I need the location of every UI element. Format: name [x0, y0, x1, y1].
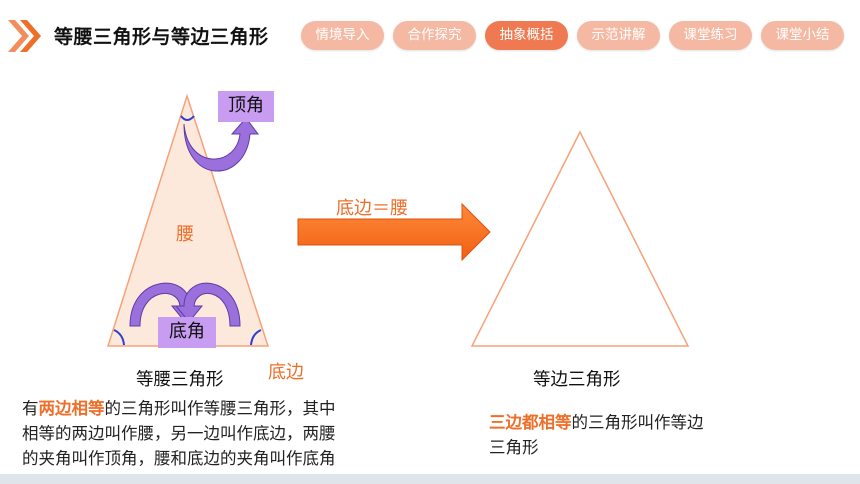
tab-demonstration[interactable]: 示范讲解 — [577, 21, 660, 50]
bottom-band — [0, 474, 860, 484]
tab-scenario-intro[interactable]: 情境导入 — [301, 21, 384, 50]
definition-rest: 的三角形叫作等腰三角形，其中 — [104, 399, 336, 418]
equilateral-definition-rest: 的三角形叫作等边 — [571, 413, 704, 432]
equilateral-definition-line2: 三角形 — [489, 438, 539, 457]
tab-cooperative-exploration[interactable]: 合作探究 — [393, 21, 476, 50]
apex-curved-arrow-icon — [183, 117, 259, 172]
page-title: 等腰三角形与等边三角形 — [54, 26, 269, 48]
isosceles-definition-line2: 相等的两边叫作腰，另一边叫作底边，两腰 — [22, 424, 336, 443]
right-base-angle-mark — [250, 329, 262, 346]
transition-label: 底边＝腰 — [336, 198, 408, 219]
equilateral-caption: 等边三角形 — [533, 370, 621, 390]
header-bar: 等腰三角形与等边三角形 情境导入 合作探究 抽象概括 示范讲解 课堂练习 课堂小… — [0, 0, 860, 72]
apex-angle-label: 顶角 — [218, 91, 274, 122]
base-label: 底边 — [268, 362, 304, 383]
tab-class-practice[interactable]: 课堂练习 — [669, 21, 752, 50]
isosceles-definition-line1: 有两边相等的三角形叫作等腰三角形，其中 — [22, 396, 452, 421]
chevron-logo-icon — [8, 20, 41, 52]
equilateral-definition: 三边都相等的三角形叫作等边 三角形 — [489, 410, 789, 460]
definition-prefix: 有 — [22, 399, 39, 418]
isosceles-definition: 有两边相等的三角形叫作等腰三角形，其中 相等的两边叫作腰，另一边叫作底边，两腰 … — [22, 396, 452, 471]
tab-abstract-summary[interactable]: 抽象概括 — [485, 21, 568, 50]
apex-angle-mark — [180, 115, 195, 121]
highlight-two-equal-sides: 两边相等 — [38, 399, 105, 418]
tab-class-summary[interactable]: 课堂小结 — [761, 21, 844, 50]
equilateral-triangle — [470, 130, 690, 347]
left-base-angle-mark — [113, 329, 125, 346]
isosceles-definition-line3: 的夹角叫作顶角，腰和底边的夹角叫作底角 — [22, 449, 336, 468]
base-angle-label: 底角 — [158, 317, 216, 348]
isosceles-caption: 等腰三角形 — [136, 370, 224, 390]
transition-arrow-icon — [297, 202, 491, 262]
right-base-curved-arrow-icon — [174, 282, 241, 327]
leg-label: 腰 — [176, 224, 194, 245]
equilateral-definition-line1: 三边都相等的三角形叫作等边 — [489, 410, 789, 435]
highlight-three-equal-sides: 三边都相等 — [489, 413, 572, 432]
